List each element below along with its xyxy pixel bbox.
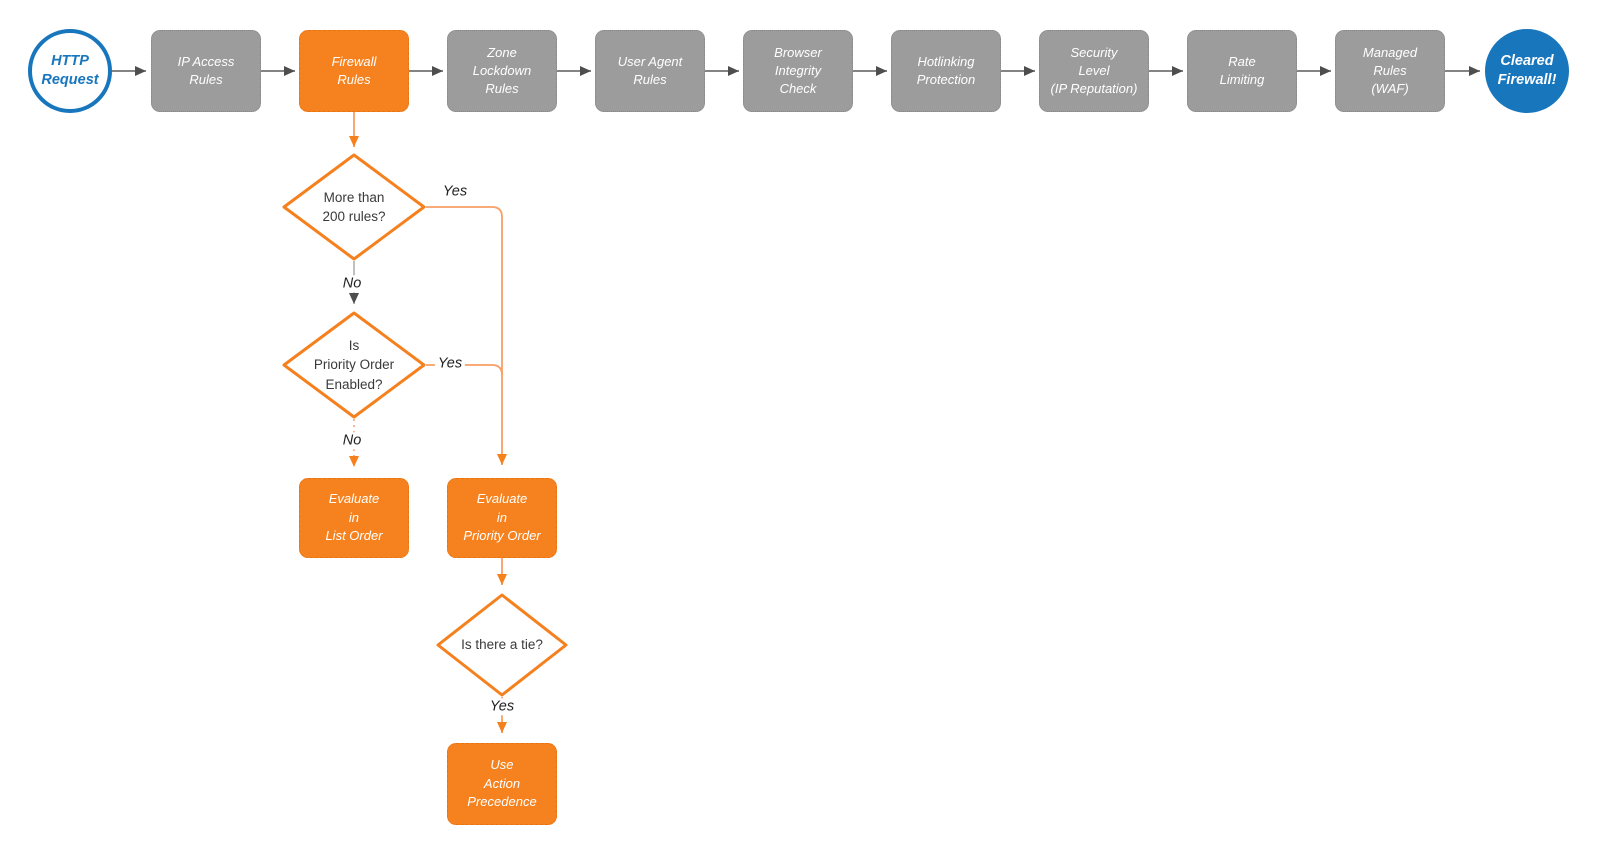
outcome-evaluate-priority-order: Evaluate in Priority Order	[447, 478, 557, 558]
decision-is-there-a-tie: Is there a tie?	[436, 593, 568, 697]
http-request-label: HTTP Request	[41, 53, 99, 88]
stage-label: Rate Limiting	[1219, 54, 1265, 87]
node-http-request: HTTP Request	[28, 29, 112, 113]
stage-security-level: Security Level (IP Reputation)	[1039, 30, 1149, 112]
decision-priority-order-enabled: Is Priority Order Enabled?	[282, 311, 426, 419]
stage-zone-lockdown-rules: Zone Lockdown Rules	[447, 30, 557, 112]
diamond-shape	[282, 311, 426, 419]
stage-firewall-rules: Firewall Rules	[299, 30, 409, 112]
wire-yes-decision1-to-priority-order	[426, 206, 507, 465]
edge-label-no-decision1: No	[339, 275, 365, 293]
decision-question: More than 200 rules?	[322, 189, 386, 224]
stage-label: IP Access Rules	[177, 54, 235, 87]
stage-label: Hotlinking Protection	[916, 54, 976, 87]
outcome-label: Evaluate in Priority Order	[463, 491, 541, 544]
edge-label-yes-decision2: Yes	[434, 355, 466, 373]
stage-label: Browser Integrity Check	[774, 45, 822, 96]
outcome-label: Evaluate in List Order	[325, 491, 383, 544]
outcome-evaluate-list-order: Evaluate in List Order	[299, 478, 409, 558]
stage-browser-integrity-check: Browser Integrity Check	[743, 30, 853, 112]
outcome-label: Use Action Precedence	[467, 757, 537, 810]
edge-label-no-decision2: No	[339, 432, 365, 450]
stage-ip-access-rules: IP Access Rules	[151, 30, 261, 112]
stage-hotlinking-protection: Hotlinking Protection	[891, 30, 1001, 112]
edge-label-yes-decision1: Yes	[439, 183, 471, 201]
stage-label: Firewall Rules	[331, 54, 377, 87]
diamond-shape	[436, 593, 568, 697]
node-cleared-firewall: Cleared Firewall!	[1485, 29, 1569, 113]
stage-user-agent-rules: User Agent Rules	[595, 30, 705, 112]
cleared-firewall-label: Cleared Firewall!	[1497, 53, 1557, 88]
stage-label: Managed Rules (WAF)	[1362, 45, 1418, 96]
stage-rate-limiting: Rate Limiting	[1187, 30, 1297, 112]
decision-question: Is there a tie?	[461, 637, 543, 653]
decision-more-than-200-rules: More than 200 rules?	[282, 153, 426, 261]
decision-question: Is Priority Order Enabled?	[313, 338, 395, 392]
stage-label: User Agent Rules	[617, 54, 683, 87]
stage-label: Zone Lockdown Rules	[472, 45, 532, 96]
outcome-use-action-precedence: Use Action Precedence	[447, 743, 557, 825]
wire-yes-decision2-join	[426, 364, 503, 376]
edge-label-yes-decision3: Yes	[486, 698, 518, 716]
stage-managed-rules-waf: Managed Rules (WAF)	[1335, 30, 1445, 112]
diamond-shape	[282, 153, 426, 261]
stage-label: Security Level (IP Reputation)	[1050, 45, 1138, 96]
